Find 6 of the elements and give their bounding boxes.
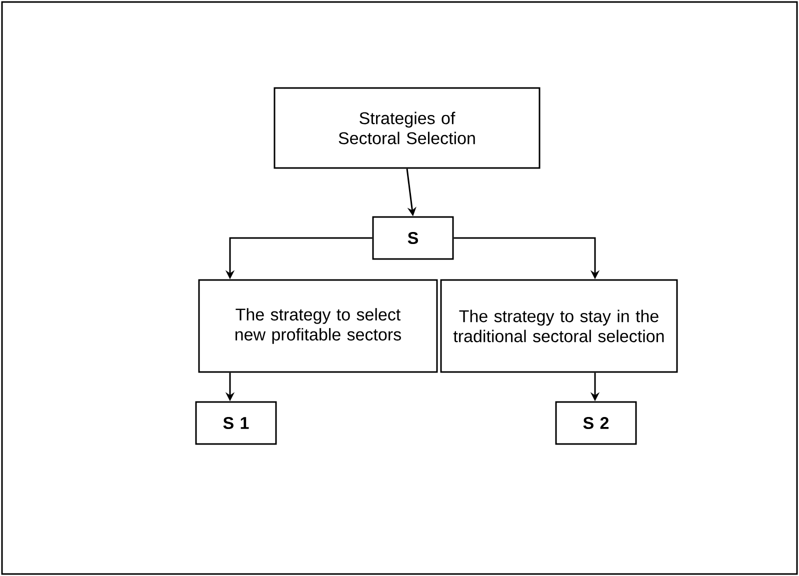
process-box: S 2	[555, 401, 637, 445]
process-box: S	[372, 216, 454, 260]
process-box: The strategy to select new profitable sectors	[198, 279, 438, 373]
process-box: Strategies of Sectoral Selection	[274, 87, 540, 169]
process-box: S 1	[195, 401, 277, 445]
process-box: The strategy to stay in the traditional sectoral selection	[440, 279, 678, 373]
